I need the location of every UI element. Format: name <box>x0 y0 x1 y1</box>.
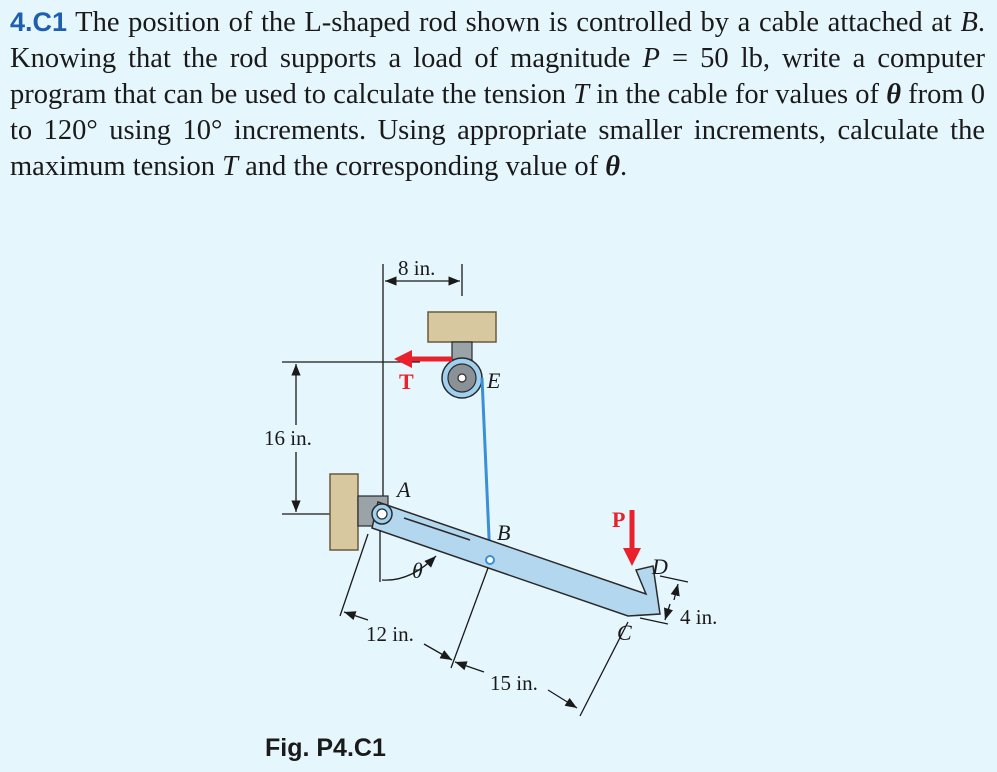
problem-text: from 0 to 120° using 10° increments. Usi… <box>10 79 985 182</box>
tension-arrow: T <box>394 350 452 394</box>
var-b: B <box>960 7 978 38</box>
point-b <box>485 555 495 565</box>
problem-text: and the corresponding value of <box>238 151 606 182</box>
dimension-12in-15in: 12 in. 15 in. <box>339 533 629 717</box>
problem-statement: 4.C1 The position of the L-shaped rod sh… <box>10 4 985 185</box>
pulley-support: E <box>427 311 501 399</box>
label-b: B <box>497 520 510 545</box>
dim-15in-label: 15 in. <box>490 671 538 695</box>
l-shaped-rod <box>371 501 661 617</box>
load-arrow: P <box>612 507 641 566</box>
label-theta: θ <box>412 558 423 583</box>
dimension-8in: 8 in. <box>382 256 463 520</box>
problem-text: The position of the L-shaped rod shown i… <box>67 7 961 38</box>
var-t: T <box>222 151 239 182</box>
problem-text: in the cable for values of <box>589 79 887 110</box>
cable <box>480 377 492 561</box>
var-p: P <box>642 43 660 74</box>
var-theta: θ <box>886 79 901 110</box>
angle-theta: θ <box>379 530 437 583</box>
problem-text: . Knowing that the rod supports a load o… <box>10 7 985 74</box>
label-c: C <box>617 620 632 645</box>
var-theta: θ <box>605 151 621 182</box>
label-p: P <box>612 507 625 532</box>
dim-16in-label: 16 in. <box>264 426 312 450</box>
label-e: E <box>486 368 501 393</box>
problem-text: . <box>620 151 628 182</box>
dim-8in-label: 8 in. <box>398 256 435 280</box>
figure-caption: Fig. P4.C1 <box>265 734 386 762</box>
var-t: T <box>573 79 590 110</box>
label-a: A <box>395 477 411 502</box>
problem-text: = 50 lb, write a computer program that c… <box>10 43 985 110</box>
dim-12in-label: 12 in. <box>366 622 414 646</box>
dim-4in-label: 4 in. <box>680 605 717 629</box>
dimension-4in: 4 in. <box>639 575 717 629</box>
dimension-16in: 16 in. <box>264 361 420 515</box>
problem-number: 4.C1 <box>10 7 68 37</box>
label-t: T <box>399 369 414 394</box>
label-d: D <box>651 554 668 579</box>
